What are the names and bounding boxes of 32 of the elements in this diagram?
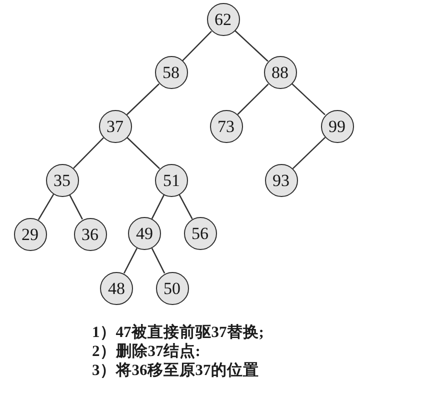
- node-circle: 51: [155, 164, 188, 196]
- node-circle: 48: [100, 272, 133, 304]
- edge-line: [234, 30, 268, 62]
- node-circle: 88: [264, 56, 296, 89]
- edge-line: [126, 83, 160, 116]
- node-circle: 93: [264, 164, 298, 196]
- node-circle: 73: [210, 110, 242, 142]
- node-circle: 37: [98, 110, 132, 142]
- node-circle: 50: [156, 272, 188, 304]
- node-circle: 29: [14, 218, 46, 250]
- edge-line: [151, 248, 166, 274]
- edge-line: [292, 136, 326, 170]
- edge-line: [178, 194, 193, 220]
- edge-line: [38, 194, 54, 220]
- node-circle: 62: [206, 3, 240, 36]
- edge-line: [69, 194, 83, 220]
- edge-line: [123, 248, 138, 274]
- note-text: 1）47被直接前驱37替换;: [92, 323, 264, 342]
- edge-line: [126, 136, 160, 170]
- edge-line: [292, 83, 326, 116]
- node-circle: 49: [128, 217, 161, 250]
- node-circle: 56: [184, 217, 216, 250]
- node-circle: 99: [320, 110, 354, 142]
- node-circle: 58: [154, 56, 188, 89]
- edge-line: [237, 84, 269, 115]
- edge-line: [182, 30, 212, 62]
- note-text: 3）将36移至原37的位置: [92, 361, 259, 380]
- node-circle: 36: [74, 218, 106, 250]
- note-text: 2）删除37结点:: [92, 342, 200, 361]
- edge-line: [73, 137, 104, 169]
- node-circle: 35: [46, 164, 78, 196]
- edge-line: [151, 194, 165, 220]
